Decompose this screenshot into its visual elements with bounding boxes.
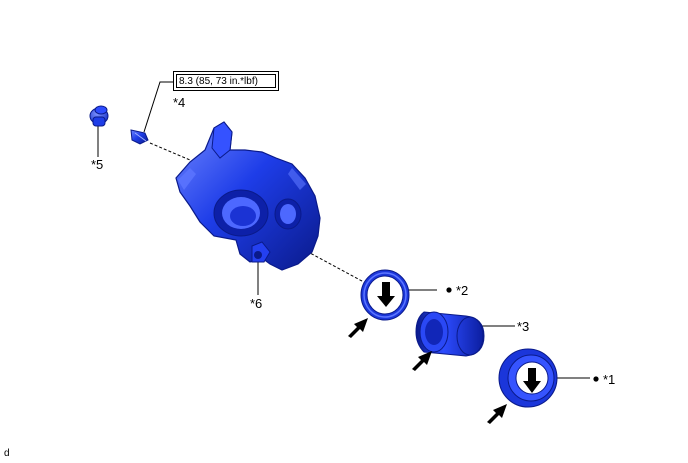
piston xyxy=(415,311,485,357)
callout-5: *5 xyxy=(91,157,104,172)
grease-arrow-icon xyxy=(348,318,368,338)
bleeder-cap xyxy=(89,105,109,127)
figure-code: d xyxy=(4,448,10,459)
callout-1: *1 xyxy=(603,372,616,387)
caliper-body xyxy=(175,121,321,271)
callout-6: *6 xyxy=(250,296,263,311)
callout-4: *4 xyxy=(173,95,186,110)
leader-lines xyxy=(97,81,590,379)
grease-arrow-icon xyxy=(377,282,395,307)
torque-spec-text: 8.3 (85, 73 in.*lbf) xyxy=(176,74,276,88)
callout-2: *2 xyxy=(456,283,469,298)
grease-arrow-icon xyxy=(487,404,507,424)
new-part-dot-icon xyxy=(446,287,452,293)
assembly-axis xyxy=(149,142,376,289)
bleeder-plug xyxy=(130,129,149,145)
callout-3: *3 xyxy=(517,319,530,334)
torque-spec-box: 8.3 (85, 73 in.*lbf) xyxy=(173,71,279,91)
new-part-dot-icon xyxy=(593,376,599,382)
grease-arrow-icon xyxy=(412,351,432,371)
grease-arrow-icon xyxy=(523,368,541,393)
